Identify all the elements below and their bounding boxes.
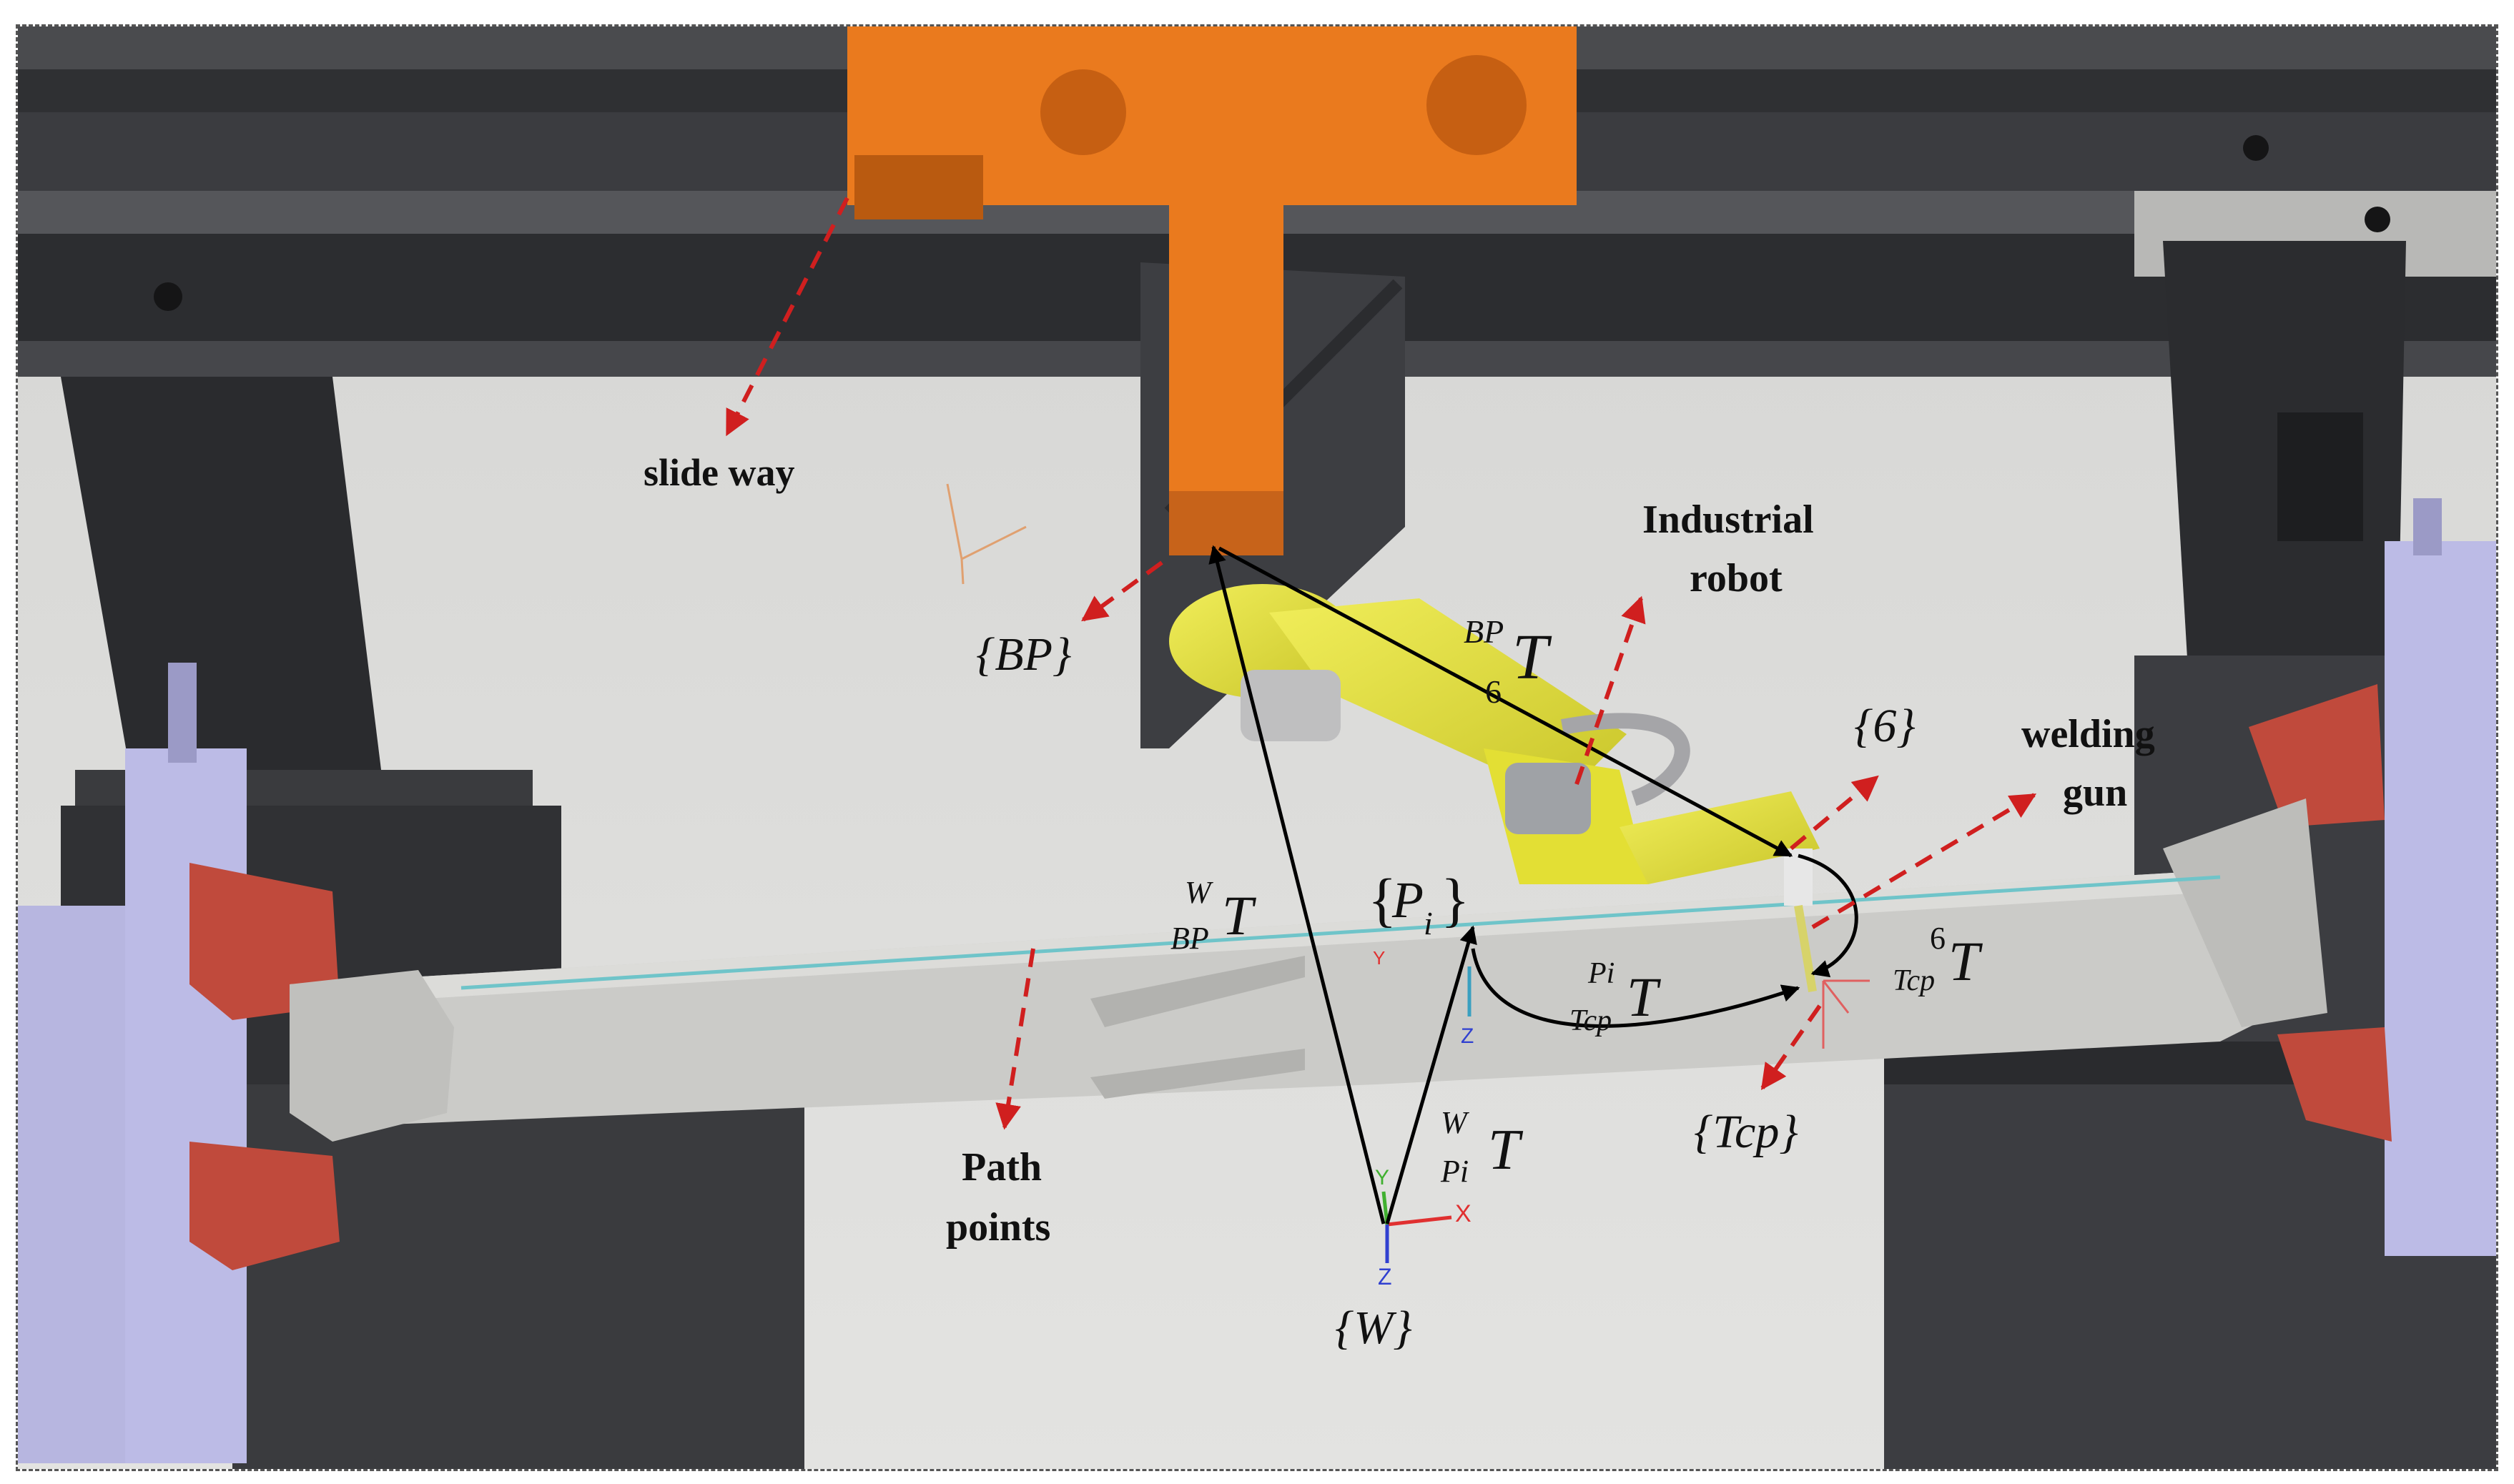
world-axis-z-label: Z xyxy=(1378,1264,1392,1290)
svg-text:Tcp: Tcp xyxy=(1569,1004,1612,1037)
world-axes: X Y Z xyxy=(1375,1166,1472,1290)
label-industrial-robot-line2: robot xyxy=(1690,556,1783,600)
frame-w: {W} xyxy=(1335,1302,1412,1354)
transform-w-pi: W Pi T xyxy=(1440,1105,1524,1189)
callout-6 xyxy=(1790,775,1879,851)
svg-text:Pi: Pi xyxy=(1587,957,1615,990)
transform-bp-6: BP 6 T xyxy=(1464,613,1552,710)
slide-way-carriage xyxy=(847,26,1577,555)
world-axis-y-label: Y xyxy=(1375,1166,1389,1189)
svg-text:Tcp: Tcp xyxy=(1893,964,1935,997)
svg-text:6: 6 xyxy=(1930,921,1946,956)
tcp-axes xyxy=(1822,979,1870,1049)
label-path-points-line1: Path xyxy=(962,1145,1042,1189)
svg-text:T: T xyxy=(1222,884,1256,946)
callout-bp xyxy=(1081,560,1163,622)
frame-bp: {BP} xyxy=(976,628,1071,681)
arrow-bp-to-6 xyxy=(1218,546,1793,858)
svg-text:{: { xyxy=(1368,867,1396,934)
label-welding-gun-line1: welding xyxy=(2021,712,2155,756)
left-positioner xyxy=(18,663,340,1463)
welding-cell-diagram: X Y Z Z Y slide way Industrial robot wel… xyxy=(18,26,2496,1469)
diagram-frame: X Y Z Z Y slide way Industrial robot wel… xyxy=(16,24,2498,1471)
arrow-pi-to-tcp xyxy=(1471,948,1800,1028)
path-axis-y-label: Y xyxy=(1373,947,1385,969)
label-industrial-robot-line1: Industrial xyxy=(1642,498,1814,542)
svg-text:T: T xyxy=(1512,622,1552,693)
callout-tcp xyxy=(1760,1004,1822,1090)
svg-text:Pi: Pi xyxy=(1440,1154,1469,1189)
industrial-robot xyxy=(1169,584,1820,884)
label-welding-gun-line2: gun xyxy=(2063,771,2127,815)
svg-text:6: 6 xyxy=(1485,673,1502,710)
kinematic-chain-arrows xyxy=(1208,545,1858,1225)
transform-w-bp: W BP T xyxy=(1170,875,1256,956)
svg-text:T: T xyxy=(1488,1119,1524,1182)
frame-tcp: {Tcp} xyxy=(1694,1106,1798,1158)
reference-axes-bp xyxy=(946,483,1027,585)
welding-gun xyxy=(1784,849,1817,992)
callout-arrows xyxy=(725,197,2037,1130)
path-point-axes: Z Y xyxy=(1373,947,1474,1048)
right-positioner xyxy=(2249,498,2496,1256)
transform-6-tcp: 6 Tcp T xyxy=(1893,921,1983,997)
transform-pi-tcp: Pi Tcp T xyxy=(1569,957,1661,1037)
callout-slide-way xyxy=(725,197,849,437)
frame-pi: { P i } xyxy=(1368,867,1469,941)
callout-robot xyxy=(1574,595,1646,785)
world-axis-x-label: X xyxy=(1455,1200,1472,1227)
weld-seam xyxy=(460,875,2221,990)
arrow-6-to-tcp xyxy=(1798,854,1858,978)
label-slide-way: slide way xyxy=(644,451,795,494)
svg-text:W: W xyxy=(1185,875,1213,910)
svg-text:T: T xyxy=(1627,966,1661,1028)
path-axis-z-label: Z xyxy=(1461,1024,1474,1048)
frame-6: {6} xyxy=(1854,700,1916,752)
label-path-points-line2: points xyxy=(946,1205,1050,1250)
svg-text:W: W xyxy=(1441,1105,1469,1140)
svg-text:BP: BP xyxy=(1464,613,1504,650)
callout-welding-gun xyxy=(1811,793,2037,929)
svg-text:i: i xyxy=(1424,905,1433,941)
svg-text:T: T xyxy=(1948,930,1983,992)
svg-text:P: P xyxy=(1391,871,1424,929)
svg-text:}: } xyxy=(1441,867,1469,934)
arrow-w-to-pi xyxy=(1385,925,1477,1225)
callout-path-points xyxy=(995,948,1035,1130)
arrow-w-to-bp xyxy=(1208,545,1386,1225)
svg-text:BP: BP xyxy=(1170,921,1209,956)
